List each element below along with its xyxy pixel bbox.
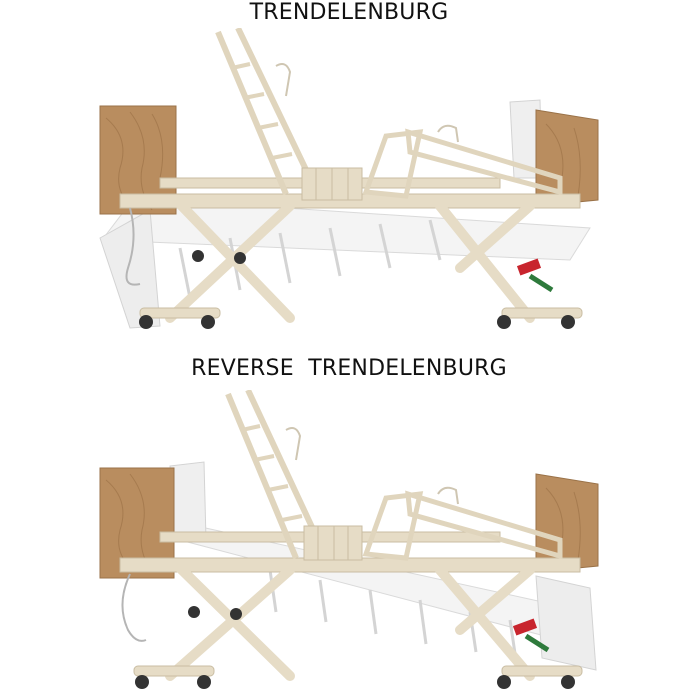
trendelenburg-bed-illustration — [90, 28, 610, 340]
reverse-trendelenburg-bed-illustration — [90, 390, 610, 698]
reverse-trendelenburg-label: REVERSE TRENDELENBURG — [191, 356, 507, 381]
trendelenburg-label: TRENDELENBURG — [249, 0, 449, 25]
